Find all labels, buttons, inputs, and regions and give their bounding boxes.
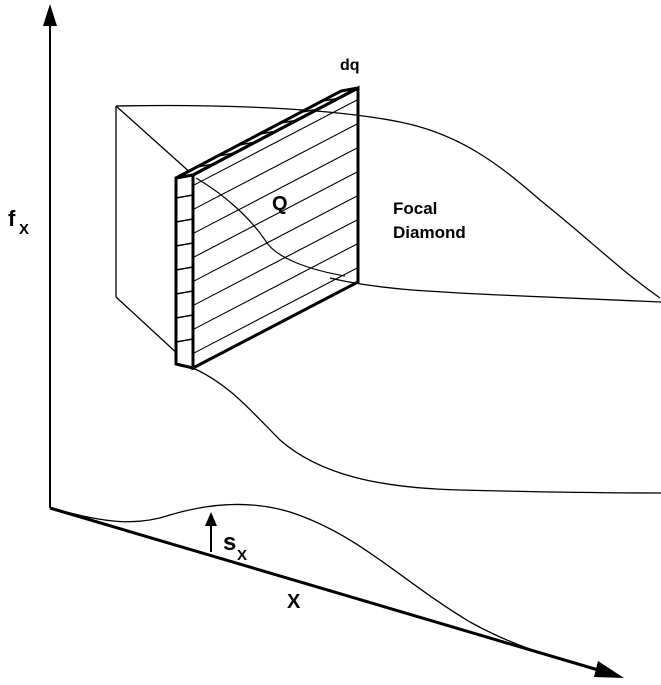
y-axis-label-subscript: X xyxy=(19,221,29,238)
source-arrowhead xyxy=(205,512,217,526)
source-label-subscript: X xyxy=(237,547,247,564)
y-axis-label: f xyxy=(8,206,16,231)
upper-surface-curve xyxy=(115,104,661,299)
slab-thickness-label: dq xyxy=(340,57,360,74)
source-profile-curve xyxy=(51,503,611,673)
lower-surface-curve xyxy=(192,367,661,494)
focal-diamond-label-line1: Focal xyxy=(393,199,437,218)
source-label: s xyxy=(223,529,236,556)
x-axis-label: X xyxy=(287,591,301,613)
slab-center-label: Q xyxy=(272,193,288,215)
slab-front-face xyxy=(191,85,360,371)
middle-surface-curve xyxy=(329,277,661,303)
box-top-diagonal xyxy=(115,105,194,176)
y-axis-arrowhead xyxy=(43,4,57,26)
focal-diamond-label-line2: Diamond xyxy=(393,223,466,242)
x-axis-arrowhead xyxy=(594,661,624,678)
x-axis-line xyxy=(49,506,606,674)
slab-left-ticks xyxy=(175,194,194,343)
